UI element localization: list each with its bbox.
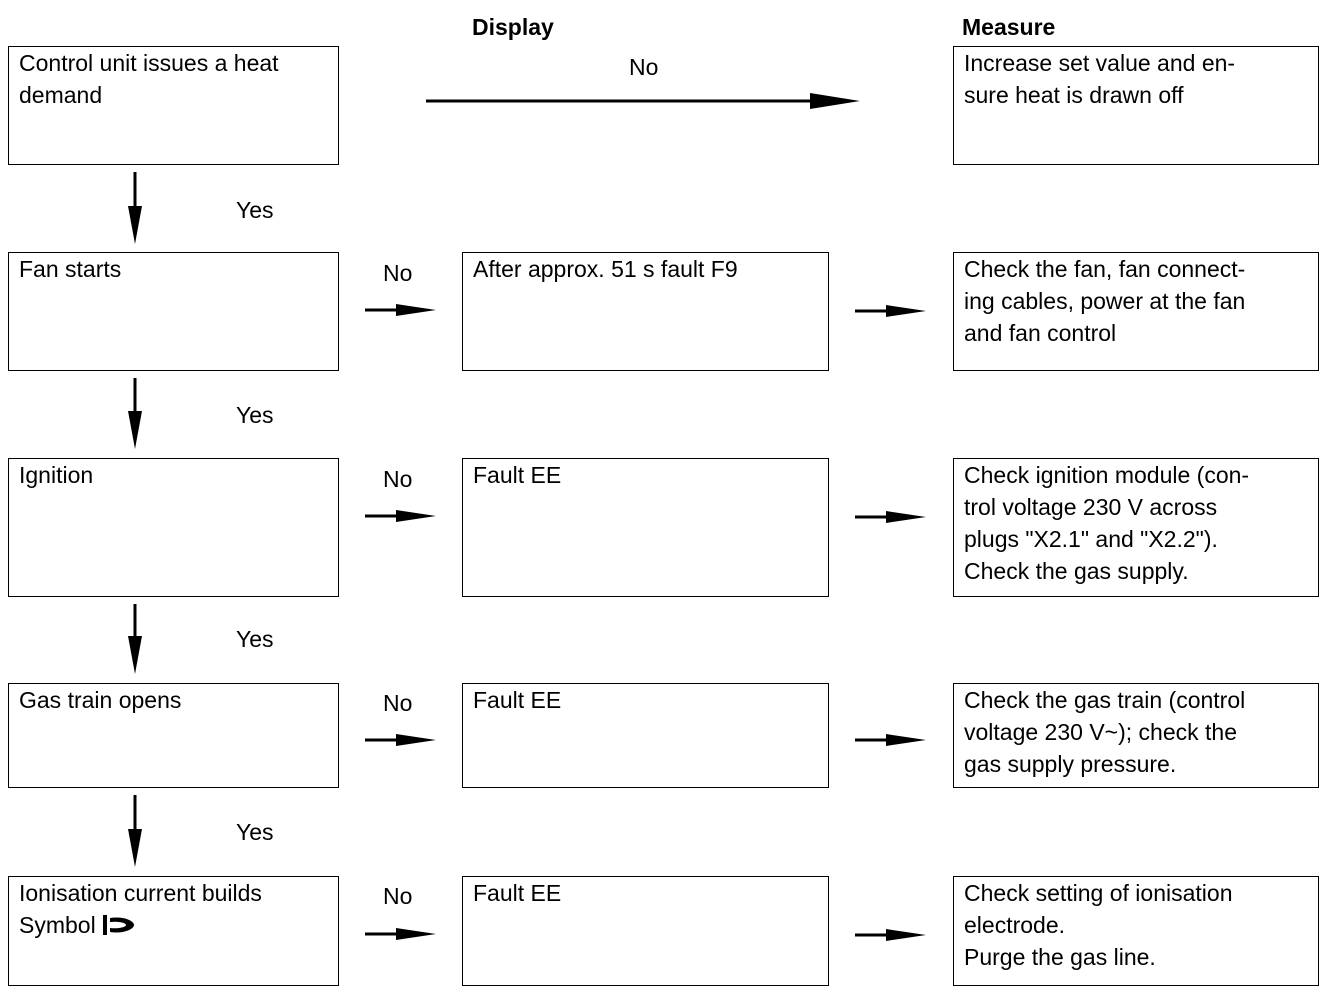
condition-symbol-line: Symbol bbox=[19, 909, 328, 941]
yes-label: Yes bbox=[236, 402, 274, 428]
display-column-header: Display bbox=[472, 14, 554, 40]
condition-box-gas-train: Gas train opens bbox=[8, 683, 339, 788]
measure-text: Increase set value and en- sure heat is … bbox=[964, 50, 1236, 108]
arrow-yes-4 bbox=[128, 795, 142, 867]
display-box-fan-fault: After approx. 51 s fault F9 bbox=[462, 252, 829, 371]
measure-text: Check setting of ionisation electrode. P… bbox=[964, 880, 1233, 970]
condition-text: Fan starts bbox=[19, 256, 122, 282]
measure-box-fan: Check the fan, fan connect- ing cables, … bbox=[953, 252, 1319, 371]
condition-box-fan-starts: Fan starts bbox=[8, 252, 339, 371]
measure-text: Check the fan, fan connect- ing cables, … bbox=[964, 256, 1246, 346]
display-text: After approx. 51 s fault F9 bbox=[473, 256, 738, 282]
arrow-measure-5 bbox=[855, 929, 926, 941]
display-text: Fault EE bbox=[473, 462, 562, 488]
measure-column-header: Measure bbox=[962, 14, 1056, 40]
measure-box-heat-demand: Increase set value and en- sure heat is … bbox=[953, 46, 1319, 165]
no-label: No bbox=[383, 883, 413, 909]
arrow-yes-1 bbox=[128, 172, 142, 244]
no-label: No bbox=[383, 690, 413, 716]
condition-text: Ignition bbox=[19, 462, 94, 488]
flame-symbol-icon bbox=[102, 915, 134, 935]
condition-text: Control unit issues a heat demand bbox=[19, 50, 279, 108]
arrow-no-heat-demand bbox=[426, 93, 860, 109]
arrow-no-2 bbox=[365, 304, 436, 316]
no-label: No bbox=[383, 260, 413, 286]
measure-box-gas-train: Check the gas train (control voltage 230… bbox=[953, 683, 1319, 788]
yes-label: Yes bbox=[236, 197, 274, 223]
display-box-gas-train-fault: Fault EE bbox=[462, 683, 829, 788]
arrow-no-5 bbox=[365, 928, 436, 940]
yes-label: Yes bbox=[236, 819, 274, 845]
no-label: No bbox=[383, 466, 413, 492]
arrow-measure-2 bbox=[855, 305, 926, 317]
display-text: Fault EE bbox=[473, 687, 562, 713]
yes-label: Yes bbox=[236, 626, 274, 652]
arrow-measure-3 bbox=[855, 511, 926, 523]
measure-box-ignition: Check ignition module (con- trol voltage… bbox=[953, 458, 1319, 597]
condition-box-heat-demand: Control unit issues a heat demand bbox=[8, 46, 339, 165]
arrow-yes-2 bbox=[128, 378, 142, 449]
condition-box-ionisation: Ionisation current builds Symbol bbox=[8, 876, 339, 986]
measure-text: Check the gas train (control voltage 230… bbox=[964, 687, 1246, 777]
measure-text: Check ignition module (con- trol voltage… bbox=[964, 462, 1250, 584]
display-text: Fault EE bbox=[473, 880, 562, 906]
arrow-measure-4 bbox=[855, 734, 926, 746]
arrow-no-4 bbox=[365, 734, 436, 746]
condition-box-ignition: Ignition bbox=[8, 458, 339, 597]
no-label: No bbox=[629, 54, 659, 80]
arrow-no-3 bbox=[365, 510, 436, 522]
condition-text: Ionisation current builds bbox=[19, 880, 262, 906]
condition-text: Gas train opens bbox=[19, 687, 182, 713]
display-box-ignition-fault: Fault EE bbox=[462, 458, 829, 597]
arrow-yes-3 bbox=[128, 604, 142, 674]
display-box-ionisation-fault: Fault EE bbox=[462, 876, 829, 986]
symbol-label: Symbol bbox=[19, 912, 96, 938]
